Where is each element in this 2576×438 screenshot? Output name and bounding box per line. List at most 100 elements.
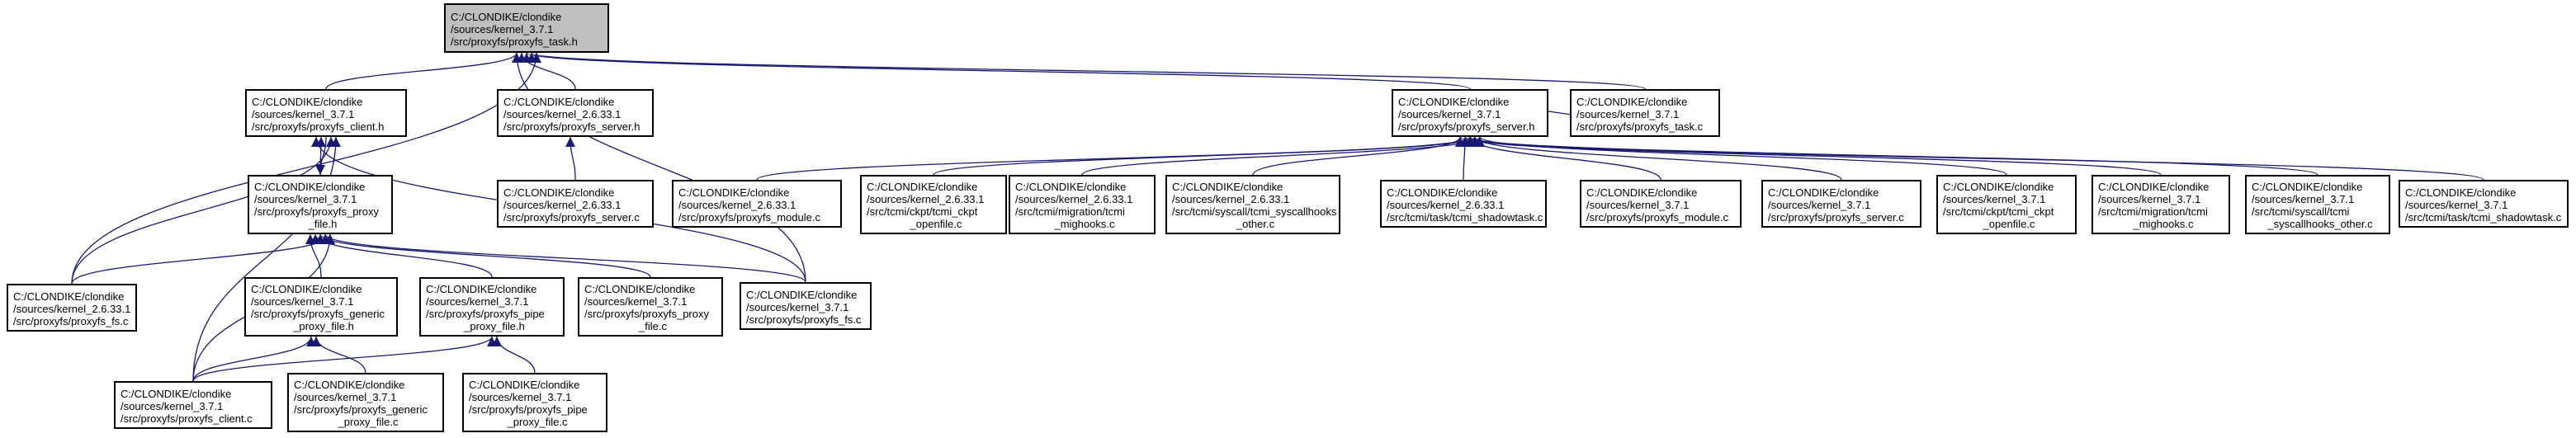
- node-label-line: /src/proxyfs/proxyfs_proxy: [584, 308, 709, 320]
- node-label-line: C:/CLONDIKE/clondike: [1398, 96, 1510, 108]
- node-module-c-2633[interactable]: C:/CLONDIKE/clondike/sources/kernel_2.6.…: [672, 180, 842, 228]
- node-label-line: /sources/kernel_3.7.1: [2098, 193, 2201, 205]
- node-label-line: /src/proxyfs/proxyfs_task.h: [451, 35, 578, 48]
- node-task-h[interactable]: C:/CLONDIKE/clondike/sources/kernel_3.7.…: [444, 3, 609, 53]
- edge-task-c-371-to-task-h: [527, 52, 1646, 90]
- node-label-line: C:/CLONDIKE/clondike: [254, 181, 366, 193]
- node-label-line: /src/proxyfs/proxyfs_client.c: [121, 412, 253, 425]
- node-tcmi-shadow-2633[interactable]: C:/CLONDIKE/clondike/sources/kernel_2.6.…: [1380, 180, 1547, 228]
- edge-proxy-file-c-to-proxy-file-h: [315, 233, 651, 278]
- node-label-line: /sources/kernel_3.7.1: [1586, 199, 1690, 211]
- node-label-line: /sources/kernel_3.7.1: [294, 391, 397, 403]
- node-label-line: /src/tcmi/syscall/tcmi: [2252, 205, 2350, 218]
- node-generic-h[interactable]: C:/CLONDIKE/clondike/sources/kernel_3.7.…: [244, 277, 398, 337]
- node-pipe-c[interactable]: C:/CLONDIKE/clondike/sources/kernel_3.7.…: [462, 373, 607, 432]
- node-task-c-371[interactable]: C:/CLONDIKE/clondike/sources/kernel_3.7.…: [1570, 89, 1720, 137]
- node-fs-c-2633[interactable]: C:/CLONDIKE/clondike/sources/kernel_2.6.…: [7, 284, 137, 332]
- node-proxy-file-h[interactable]: C:/CLONDIKE/clondike/sources/kernel_3.7.…: [248, 175, 393, 234]
- node-label-line: /src/proxyfs/proxyfs_module.c: [678, 211, 820, 224]
- node-client-c[interactable]: C:/CLONDIKE/clondike/sources/kernel_3.7.…: [114, 381, 272, 429]
- node-label-line: /sources/kernel_2.6.33.1: [1172, 193, 1290, 205]
- edge-tcmi-syscall-2633-to-server-h-371: [1252, 136, 1465, 176]
- node-label-line: /sources/kernel_2.6.33.1: [503, 199, 622, 211]
- node-label-line: /sources/kernel_2.6.33.1: [503, 108, 622, 120]
- node-generic-c[interactable]: C:/CLONDIKE/clondike/sources/kernel_3.7.…: [287, 373, 444, 432]
- edge-server-h-371-to-task-h: [522, 52, 1471, 90]
- edge-tcmi-shadow-371-to-server-h-371: [1465, 136, 2484, 181]
- edge-pipe-h-to-proxy-file-h: [310, 233, 493, 278]
- node-label-line: /src/tcmi/syscall/tcmi_syscallhooks: [1172, 205, 1337, 218]
- node-label-line: C:/CLONDIKE/clondike: [2098, 181, 2210, 193]
- node-label-line: /src/tcmi/migration/tcmi: [1015, 205, 1125, 218]
- node-label-line: C:/CLONDIKE/clondike: [1172, 181, 1283, 193]
- edge-tcmi-syscall-371-to-server-h-371: [1460, 136, 2318, 176]
- edge-fs-c-2633-to-client-h: [71, 136, 336, 285]
- node-tcmi-shadow-371[interactable]: C:/CLONDIKE/clondike/sources/kernel_3.7.…: [2399, 180, 2569, 228]
- node-label-line: /src/proxyfs/proxyfs_generic: [251, 308, 385, 320]
- node-tcmi-mighooks-371[interactable]: C:/CLONDIKE/clondike/sources/kernel_3.7.…: [2092, 175, 2230, 234]
- edge-tcmi-ckpt-2633-to-server-h-371: [933, 136, 1480, 176]
- node-label-line: /sources/kernel_3.7.1: [254, 193, 357, 205]
- node-label-line: /src/proxyfs/proxyfs_module.c: [1586, 211, 1728, 224]
- node-label-line: C:/CLONDIKE/clondike: [678, 186, 790, 199]
- edge-client-h-to-task-h: [325, 52, 522, 90]
- node-label-line: C:/CLONDIKE/clondike: [584, 283, 696, 295]
- node-label-line: /sources/kernel_2.6.33.1: [1387, 199, 1505, 211]
- node-label-line: C:/CLONDIKE/clondike: [1586, 186, 1698, 199]
- node-label-line: /sources/kernel_3.7.1: [451, 23, 554, 35]
- node-label-line: C:/CLONDIKE/clondike: [251, 283, 362, 295]
- node-fs-c-371[interactable]: C:/CLONDIKE/clondike/sources/kernel_3.7.…: [740, 282, 872, 330]
- node-label-line: /sources/kernel_3.7.1: [584, 295, 688, 308]
- node-label-line: /src/proxyfs/proxyfs_pipe: [469, 403, 588, 416]
- node-proxy-file-c[interactable]: C:/CLONDIKE/clondike/sources/kernel_3.7.…: [578, 277, 723, 337]
- node-label-line: C:/CLONDIKE/clondike: [867, 181, 978, 193]
- node-label-line: C:/CLONDIKE/clondike: [1015, 181, 1127, 193]
- node-label-line: /sources/kernel_2.6.33.1: [678, 199, 796, 211]
- edge-generic-c-to-generic-h: [311, 336, 366, 374]
- node-tcmi-syscall-2633[interactable]: C:/CLONDIKE/clondike/sources/kernel_2.6.…: [1165, 175, 1340, 234]
- edge-tcmi-mighooks-2633-to-server-h-371: [1081, 136, 1485, 176]
- node-pipe-h[interactable]: C:/CLONDIKE/clondike/sources/kernel_3.7.…: [419, 277, 565, 337]
- node-label-line: /src/proxyfs/proxyfs_task.c: [1576, 120, 1704, 133]
- edge-server-c-371-to-server-h-371: [1470, 136, 1842, 181]
- node-label-line: /sources/kernel_3.7.1: [252, 108, 355, 120]
- node-label-line: C:/CLONDIKE/clondike: [503, 186, 615, 199]
- node-label-line: _file.c: [639, 320, 667, 332]
- node-client-h[interactable]: C:/CLONDIKE/clondike/sources/kernel_3.7.…: [245, 89, 407, 137]
- node-module-c-371[interactable]: C:/CLONDIKE/clondike/sources/kernel_3.7.…: [1580, 180, 1742, 228]
- edge-fs-c-371-to-task-h: [512, 52, 806, 283]
- node-label-line: _mighooks.c: [2133, 218, 2194, 230]
- node-tcmi-ckpt-2633[interactable]: C:/CLONDIKE/clondike/sources/kernel_2.6.…: [860, 175, 1007, 234]
- node-label-line: C:/CLONDIKE/clondike: [469, 379, 580, 391]
- node-label-line: C:/CLONDIKE/clondike: [1768, 186, 1879, 199]
- node-label-line: /src/tcmi/task/tcmi_shadowtask.c: [1387, 211, 1543, 224]
- node-label-line: _other.c: [1236, 218, 1275, 230]
- node-label-line: C:/CLONDIKE/clondike: [1943, 181, 2054, 193]
- node-label-line: /src/tcmi/migration/tcmi: [2098, 205, 2208, 218]
- node-label-line: /src/proxyfs/proxyfs_server.c: [503, 211, 640, 224]
- node-label-line: _openfile.c: [1983, 218, 2035, 230]
- node-label-line: _openfile.c: [910, 218, 962, 230]
- node-label-line: _file.h: [308, 218, 338, 230]
- node-label-line: /sources/kernel_2.6.33.1: [1015, 193, 1133, 205]
- node-label-line: /src/proxyfs/proxyfs_client.h: [252, 120, 385, 133]
- node-label-line: _proxy_file.c: [338, 416, 399, 428]
- node-label-line: C:/CLONDIKE/clondike: [2252, 181, 2363, 193]
- node-label-line: /sources/kernel_3.7.1: [121, 400, 224, 412]
- node-label-line: /sources/kernel_3.7.1: [2405, 199, 2508, 211]
- node-label-line: /sources/kernel_3.7.1: [1398, 108, 1501, 120]
- node-server-c-2633[interactable]: C:/CLONDIKE/clondike/sources/kernel_2.6.…: [497, 180, 654, 228]
- node-label-line: /src/proxyfs/proxyfs_proxy: [254, 205, 379, 218]
- node-label-line: /sources/kernel_3.7.1: [469, 391, 572, 403]
- node-tcmi-syscall-371[interactable]: C:/CLONDIKE/clondike/sources/kernel_3.7.…: [2245, 175, 2390, 234]
- node-tcmi-ckpt-371[interactable]: C:/CLONDIKE/clondike/sources/kernel_3.7.…: [1936, 175, 2077, 234]
- edge-tcmi-ckpt-371-to-server-h-371: [1475, 136, 2007, 176]
- node-server-c-371[interactable]: C:/CLONDIKE/clondike/sources/kernel_3.7.…: [1761, 180, 1921, 228]
- node-server-h-2633[interactable]: C:/CLONDIKE/clondike/sources/kernel_2.6.…: [497, 89, 654, 137]
- node-tcmi-mighooks-2633[interactable]: C:/CLONDIKE/clondike/sources/kernel_2.6.…: [1009, 175, 1156, 234]
- node-label-line: /src/tcmi/ckpt/tcmi_ckpt: [1943, 205, 2054, 218]
- node-label-line: /sources/kernel_3.7.1: [251, 295, 354, 308]
- node-label-line: _proxy_file.h: [464, 320, 525, 332]
- node-server-h-371[interactable]: C:/CLONDIKE/clondike/sources/kernel_3.7.…: [1392, 89, 1548, 137]
